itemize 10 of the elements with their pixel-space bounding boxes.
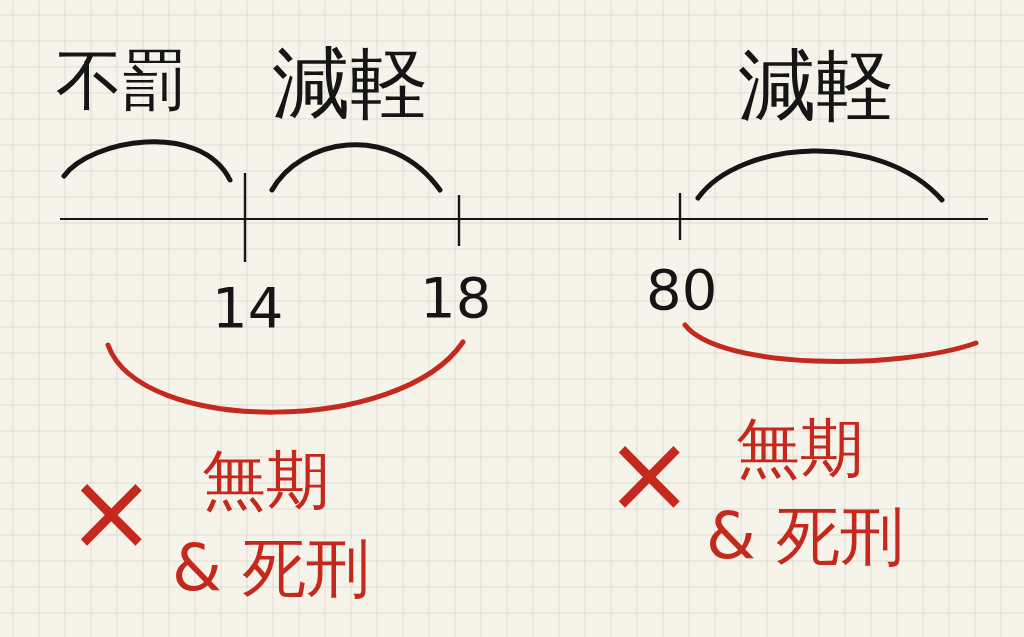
note-text: 無期 & 死刑 (172, 442, 372, 607)
range-label: 減軽 (272, 44, 428, 122)
cross-mark: × (66, 458, 157, 566)
range-label: 不罰 (56, 48, 188, 114)
tick-label: 18 (420, 270, 492, 326)
range-label: 減軽 (738, 46, 894, 124)
cross-mark: × (604, 420, 695, 528)
tick-label: 14 (212, 280, 284, 336)
note-text: 無期 & 死刑 (706, 410, 906, 575)
tick-label: 80 (646, 262, 718, 318)
